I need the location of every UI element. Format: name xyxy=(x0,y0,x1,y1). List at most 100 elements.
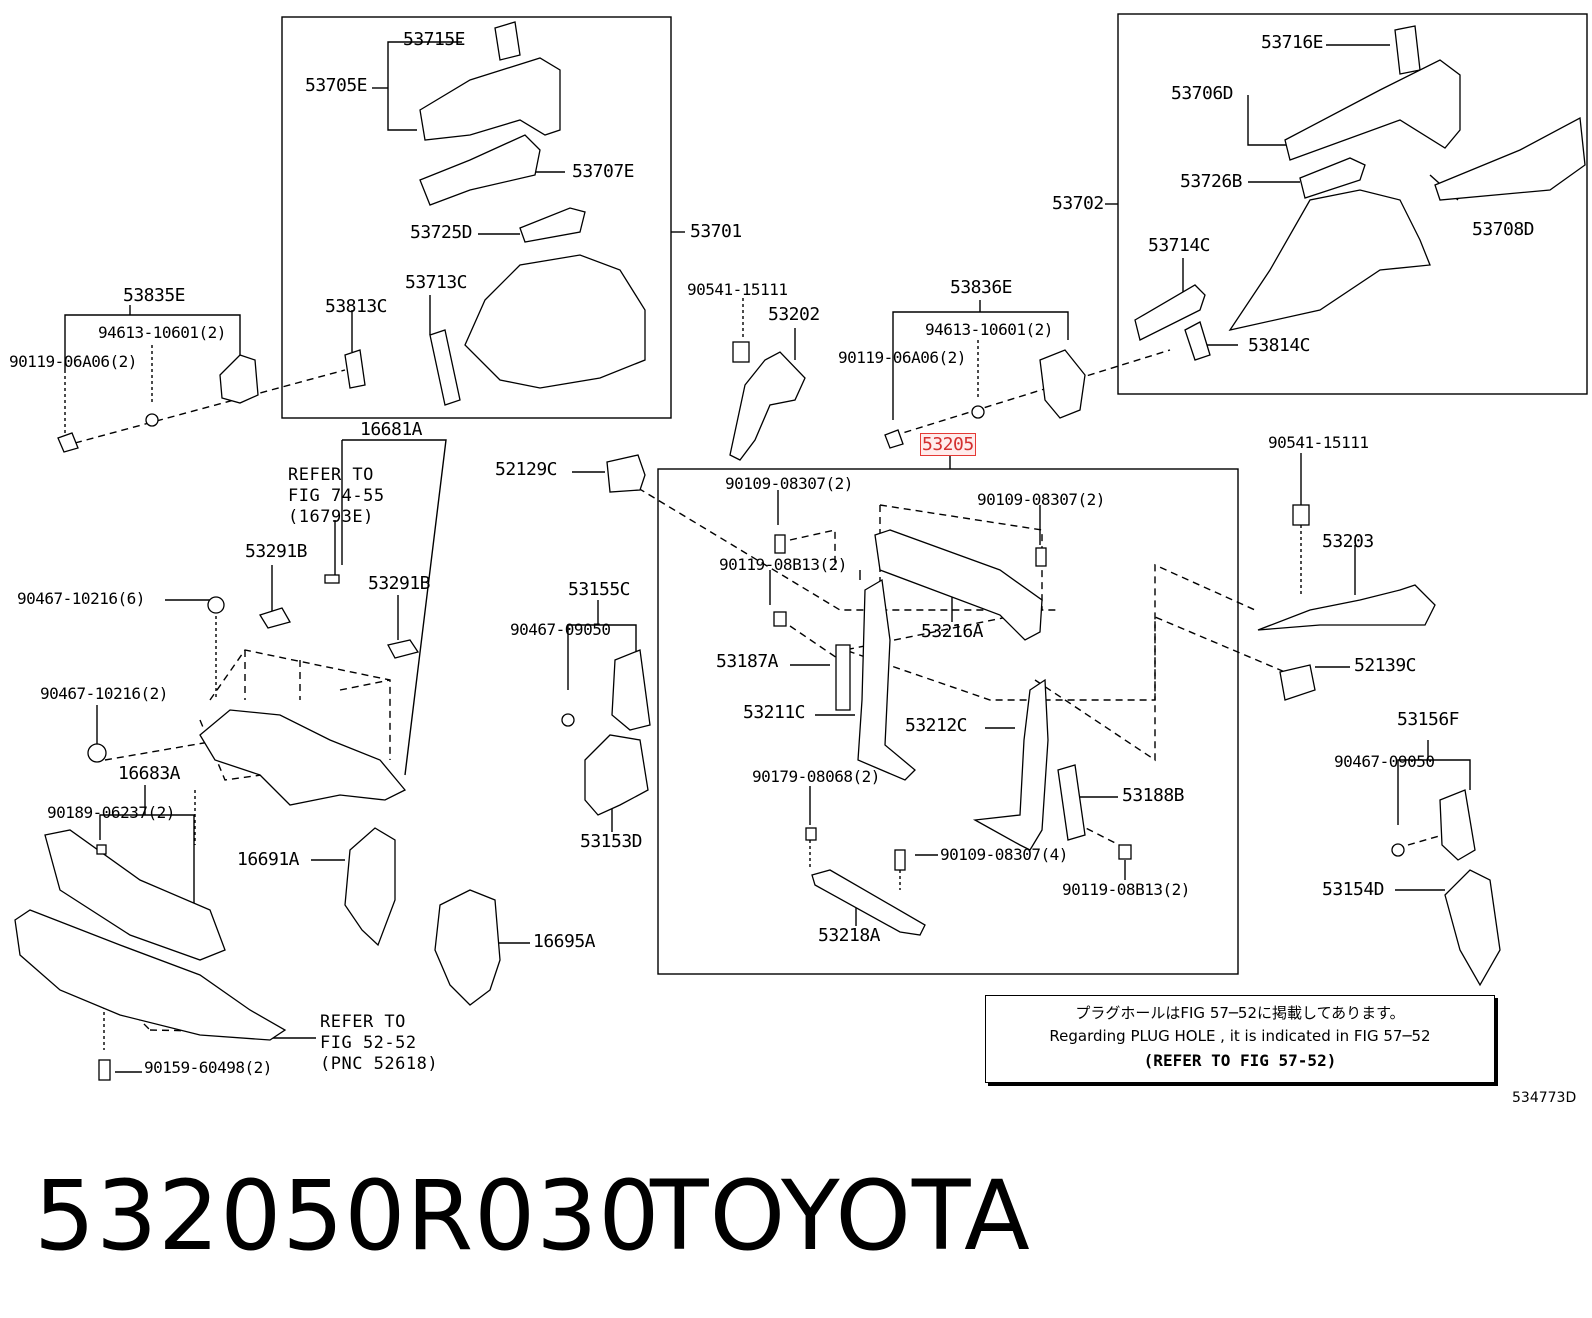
part-53202 xyxy=(729,351,806,461)
callout-53715e: 53715E xyxy=(403,29,466,50)
callout-16695a: 16695A xyxy=(533,931,596,952)
callout-53154d: 53154D xyxy=(1322,879,1385,900)
callout-53211c: 53211C xyxy=(743,702,806,723)
callout-53707e: 53707E xyxy=(572,161,635,182)
part-90109-a xyxy=(774,534,786,554)
callout-53291b-b: 53291B xyxy=(368,573,431,594)
part-90119-08b13-b xyxy=(1118,844,1132,860)
part-90119-bolt-r xyxy=(884,429,904,449)
part-90159 xyxy=(98,1059,111,1081)
callout-90189: 90189-06237(2) xyxy=(47,803,175,822)
callout-90179: 90179-08068(2) xyxy=(752,767,880,786)
part-53218a xyxy=(811,869,926,936)
part-53813c xyxy=(344,349,366,389)
callout-90467-09050-a: 90467-09050 xyxy=(510,620,611,639)
callout-53814c: 53814C xyxy=(1248,335,1311,356)
callout-90467-09050-b: 90467-09050 xyxy=(1334,752,1435,771)
callout-53205[interactable]: 53205 xyxy=(920,433,976,456)
callout-53716e: 53716E xyxy=(1261,32,1324,53)
part-90467-09050-b xyxy=(1391,843,1405,857)
callout-90159: 90159-60498(2) xyxy=(144,1058,272,1077)
note-line-ref: (REFER TO FIG 57-52) xyxy=(1143,1051,1337,1070)
part-53705e xyxy=(419,57,561,141)
part-94613-washer-l xyxy=(145,413,159,427)
part-53726b xyxy=(1299,157,1366,199)
part-16691a xyxy=(344,827,396,947)
part-53706d xyxy=(1284,59,1461,161)
part-53835e xyxy=(219,354,259,404)
part-53216a xyxy=(874,529,1043,641)
part-53211c xyxy=(857,578,916,781)
part-52618-undercover xyxy=(14,909,287,1041)
callout-90119-r: 90119-06A06(2) xyxy=(838,348,966,367)
note-line-en: Regarding PLUG HOLE , it is indicated in… xyxy=(1049,1027,1431,1045)
part-52129c xyxy=(606,454,646,493)
callout-90109-b: 90109-08307(2) xyxy=(977,490,1105,509)
part-53153d xyxy=(584,734,649,816)
part-90541-b xyxy=(1292,504,1310,526)
callout-53212c: 53212C xyxy=(905,715,968,736)
callout-90467-10216-2: 90467-10216(2) xyxy=(40,684,168,703)
callout-16683a: 16683A xyxy=(118,763,181,784)
part-90467-10216-2 xyxy=(87,743,107,763)
part-53291b-a xyxy=(259,607,291,629)
callout-90109-c: 90109-08307(4) xyxy=(940,845,1068,864)
callout-90119-l: 90119-06A06(2) xyxy=(9,352,137,371)
part-90109-c xyxy=(894,849,906,871)
box-53701 xyxy=(281,16,672,419)
part-53713c-brace xyxy=(429,329,461,406)
callout-53218a: 53218A xyxy=(818,925,881,946)
part-90119-08b13-a xyxy=(773,611,787,627)
callout-90541-b: 90541-15111 xyxy=(1268,433,1369,452)
callout-53702: 53702 xyxy=(1052,193,1104,214)
callout-53153d: 53153D xyxy=(580,831,643,852)
part-53714c xyxy=(1134,284,1206,341)
part-16681a xyxy=(199,709,407,806)
part-53702-apron xyxy=(1228,189,1431,331)
callout-53836e: 53836E xyxy=(950,277,1013,298)
part-53716e xyxy=(1394,25,1421,75)
callout-90119-08b13-a: 90119-08B13(2) xyxy=(719,555,847,574)
callout-53835e: 53835E xyxy=(123,285,186,306)
part-52139c xyxy=(1279,664,1316,701)
callout-52139c: 52139C xyxy=(1354,655,1417,676)
plug-hole-note: プラグホールはFIG 57─52に掲載してあります。 Regarding PLU… xyxy=(985,995,1495,1083)
callout-53188b: 53188B xyxy=(1122,785,1185,806)
part-53212c xyxy=(972,678,1049,851)
callout-53726b: 53726B xyxy=(1180,171,1243,192)
part-53156f xyxy=(1439,789,1476,861)
part-53715e xyxy=(494,21,521,61)
part-94613-washer-r xyxy=(971,405,985,419)
part-53203 xyxy=(1257,584,1436,631)
callout-53713c: 53713C xyxy=(405,272,468,293)
callout-53187a: 53187A xyxy=(716,651,779,672)
part-90541-a xyxy=(732,341,750,363)
figure-id: 534773D xyxy=(1512,1090,1577,1106)
callout-90119-08b13-b: 90119-08B13(2) xyxy=(1062,880,1190,899)
part-16683a xyxy=(44,829,226,961)
part-16793e-plug xyxy=(324,574,340,584)
part-53155c xyxy=(611,649,651,731)
callout-53813c: 53813C xyxy=(325,296,388,317)
callout-53203: 53203 xyxy=(1322,531,1374,552)
callout-53701: 53701 xyxy=(690,221,742,242)
brand-name: TOYOTA xyxy=(650,1160,1031,1272)
part-53713c xyxy=(464,254,646,389)
part-90179 xyxy=(805,827,817,841)
part-53836e xyxy=(1039,349,1086,419)
callout-90467-10216-6: 90467-10216(6) xyxy=(17,589,145,608)
callout-53156f: 53156F xyxy=(1397,709,1460,730)
callout-53708d: 53708D xyxy=(1472,219,1535,240)
part-number: 532050R030 xyxy=(34,1160,661,1272)
box-53205 xyxy=(657,468,1239,975)
part-90119-bolt-l xyxy=(57,432,79,453)
callout-53291b-a: 53291B xyxy=(245,541,308,562)
part-53708d xyxy=(1434,116,1586,201)
callout-53725d: 53725D xyxy=(410,222,473,243)
part-90467-09050-a xyxy=(561,713,575,727)
part-90109-b xyxy=(1035,547,1047,567)
part-53707e xyxy=(419,134,541,206)
part-53814c xyxy=(1184,321,1211,361)
